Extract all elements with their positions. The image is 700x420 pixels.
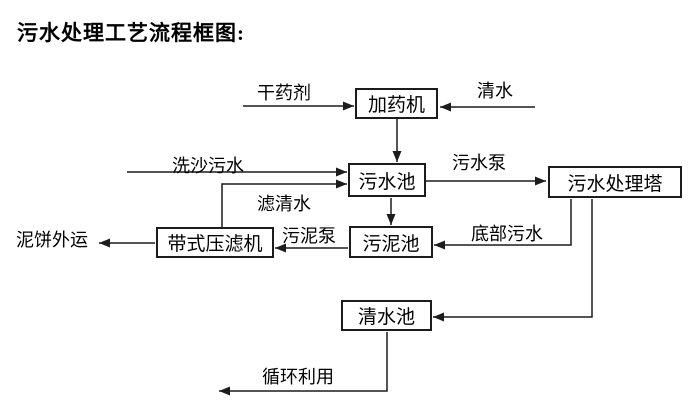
- node-clean-water-pool: 清水池: [341, 300, 432, 331]
- node-sludge-pool: 污泥池: [349, 226, 433, 258]
- node-belt-filter-press: 带式压滤机: [156, 227, 274, 258]
- node-treatment-tower: 污水处理塔: [548, 166, 682, 198]
- arrow-tower-to-sludge-pool: [434, 199, 572, 250]
- diagram-title: 污水处理工艺流程框图:: [17, 21, 245, 45]
- node-dosing-machine: 加药机: [355, 88, 438, 119]
- node-sewage-pool: 污水池: [348, 163, 426, 197]
- arrow-clean-pool-to-recycle: [219, 332, 388, 396]
- flow-label-sludge-pump: 污泥泵: [282, 226, 336, 246]
- flow-label-sand-washing-sewage: 洗沙污水: [172, 156, 244, 176]
- flow-label-sewage-pump: 污水泵: [452, 153, 506, 173]
- arrow-tower-to-clean-pool: [433, 199, 593, 322]
- flow-label-clean-water: 清水: [477, 81, 513, 101]
- flow-label-recycle: 循环利用: [262, 367, 334, 387]
- flow-label-filtered-water: 滤清水: [257, 194, 311, 214]
- flow-label-mud-cake-out: 泥饼外运: [16, 230, 88, 250]
- flow-label-dry-agent: 干药剂: [257, 83, 311, 103]
- flow-label-bottom-sewage: 底部污水: [471, 224, 543, 244]
- arrow-filtered-water-to-sewage-pool: [221, 179, 347, 227]
